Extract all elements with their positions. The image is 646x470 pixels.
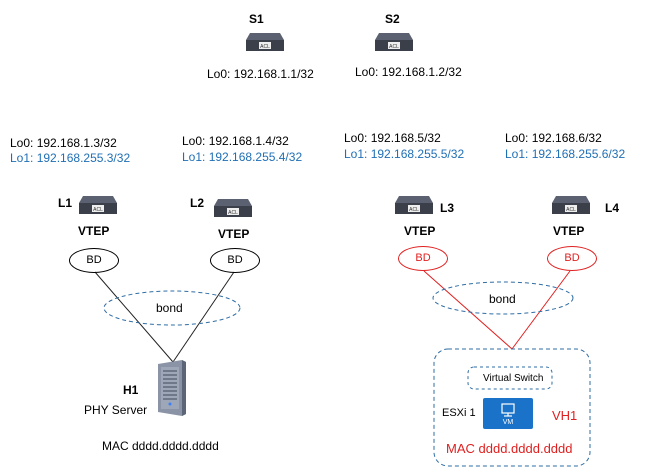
bond-ellipse-left	[103, 290, 241, 326]
leaf-l2-lo1: Lo1: 192.168.255.4/32	[182, 150, 303, 164]
switch-icon: ACL	[214, 199, 252, 217]
svg-text:ACL: ACL	[566, 207, 576, 213]
monitor-icon	[501, 403, 515, 417]
leaf-l1-name: L1	[58, 196, 73, 210]
vm-label: VM	[502, 419, 514, 426]
leaf-l2-lo0: Lo0: 192.168.1.4/32	[182, 134, 289, 148]
bd-node-l3: BD	[398, 246, 448, 271]
link-h1-bd-l2	[172, 271, 235, 363]
bd-label: BD	[86, 254, 102, 266]
bd-node-l4: BD	[547, 246, 597, 271]
leaf-l1-vtep: VTEP	[78, 224, 110, 238]
spine-s1-lo0: Lo0: 192.168.1.1/32	[207, 67, 314, 81]
leaf-l1-lo1: Lo1: 192.168.255.3/32	[10, 151, 131, 165]
bd-label: BD	[227, 254, 243, 266]
svg-text:ACL: ACL	[228, 210, 238, 216]
bd-label: BD	[415, 252, 431, 264]
leaf-l4-lo0: Lo0: 192.168.6/32	[505, 131, 602, 145]
svg-text:ACL: ACL	[260, 44, 270, 50]
leaf-l3-lo1: Lo1: 192.168.255.5/32	[344, 147, 465, 161]
host-h1-name: H1	[123, 383, 139, 397]
bd-node-l1: BD	[69, 248, 119, 273]
virtual-switch-box	[467, 366, 553, 390]
link-h1-bd-l1	[94, 271, 174, 363]
bd-node-l2: BD	[210, 248, 260, 273]
leaf-l3-name: L3	[440, 201, 455, 215]
switch-icon: ACL	[395, 196, 433, 214]
host-h1-mac: MAC dddd.dddd.dddd	[102, 439, 219, 453]
bond-ellipse-right	[432, 281, 574, 315]
bond-label-right: bond	[489, 292, 516, 306]
leaf-l3-vtep: VTEP	[404, 224, 436, 238]
switch-icon: ACL	[375, 33, 413, 51]
svg-text:ACL: ACL	[93, 207, 103, 213]
switch-icon: ACL	[246, 33, 284, 51]
spine-s2-lo0: Lo0: 192.168.1.2/32	[355, 65, 462, 79]
switch-icon: ACL	[552, 196, 590, 214]
bond-label-left: bond	[156, 301, 183, 315]
leaf-l4-vtep: VTEP	[553, 224, 585, 238]
virtual-switch-label: Virtual Switch	[483, 373, 544, 384]
link-vh1-bd-l3	[423, 270, 513, 350]
switch-icon: ACL	[79, 196, 117, 214]
svg-text:ACL: ACL	[389, 44, 399, 50]
leaf-l2-vtep: VTEP	[218, 227, 250, 241]
bd-label: BD	[564, 252, 580, 264]
leaf-l1-lo0: Lo0: 192.168.1.3/32	[10, 136, 117, 150]
leaf-l4-name: L4	[605, 201, 620, 215]
spine-s2-name: S2	[385, 12, 400, 26]
server-icon	[158, 360, 186, 416]
leaf-l4-lo1: Lo1: 192.168.255.6/32	[505, 147, 626, 161]
host-vh1-mac: MAC dddd.dddd.dddd	[446, 441, 573, 456]
link-vh1-bd-l4	[511, 270, 571, 350]
leaf-l3-lo0: Lo0: 192.168.5/32	[344, 131, 441, 145]
esxi-host-box	[433, 348, 591, 467]
esxi-label: ESXi 1	[442, 407, 476, 419]
host-vh1-name: VH1	[552, 408, 578, 423]
vm-icon: VM	[483, 398, 533, 429]
host-h1-type: PHY Server	[84, 403, 148, 417]
leaf-l2-name: L2	[190, 196, 205, 210]
spine-s1-name: S1	[249, 12, 264, 26]
svg-text:ACL: ACL	[409, 207, 419, 213]
